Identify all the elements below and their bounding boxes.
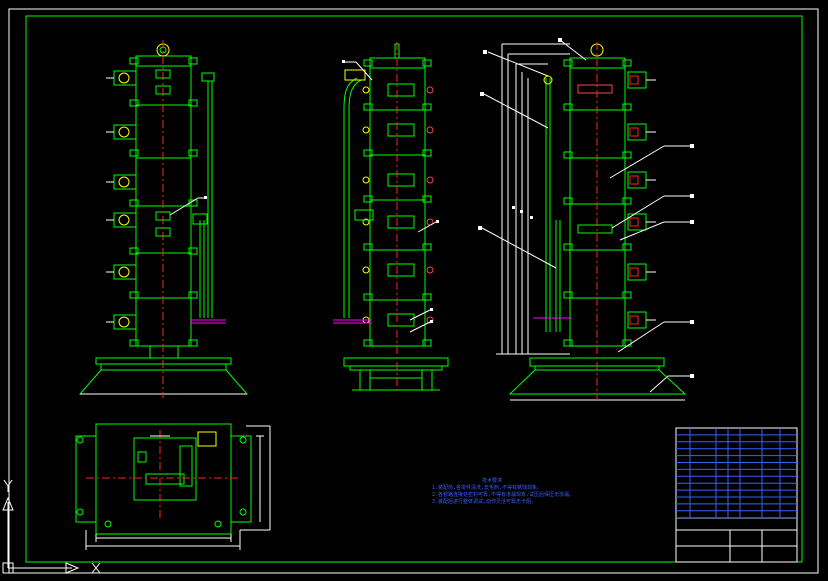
flange-tab bbox=[129, 149, 139, 157]
valve-handwheel bbox=[118, 266, 130, 278]
valve-body bbox=[629, 217, 639, 227]
front-elevation-view bbox=[78, 40, 249, 398]
notes-line-3: 3.装配后进行整体调试,动作灵活可靠无卡阻。 bbox=[432, 499, 537, 505]
inline-valve bbox=[387, 313, 415, 327]
flange-tab bbox=[622, 103, 632, 111]
valve-port bbox=[362, 86, 370, 94]
flange-tab bbox=[422, 59, 432, 67]
valve-handwheel bbox=[118, 72, 130, 84]
flange-tab bbox=[363, 243, 373, 251]
valve-body bbox=[629, 75, 639, 85]
valve-body bbox=[629, 175, 639, 185]
ucs-icon bbox=[2, 479, 101, 574]
inner-border bbox=[25, 15, 803, 563]
valve-body bbox=[629, 315, 639, 325]
notes-line-1: 1.装配前,各零件清洗,去毛刺,不得有锈蚀现象。 bbox=[432, 485, 543, 491]
outer-border bbox=[8, 8, 819, 574]
valve-port bbox=[426, 126, 434, 134]
flange-tab bbox=[363, 195, 373, 203]
flange-tab bbox=[622, 291, 632, 299]
flange-tab bbox=[622, 151, 632, 159]
plan-view bbox=[75, 423, 271, 550]
notes-line-2: 2.各管路连接处密封可靠,不得有渗漏现象,试压后保压无渗漏。 bbox=[432, 492, 575, 498]
flange-tab bbox=[622, 243, 632, 251]
flange-tab bbox=[129, 99, 139, 107]
title-block bbox=[675, 427, 798, 563]
flange-tab bbox=[622, 59, 632, 67]
flange-tab bbox=[563, 59, 573, 67]
notes-heading: 技术要求 bbox=[482, 478, 503, 484]
flange-tab bbox=[363, 103, 373, 111]
flange-tab bbox=[188, 339, 198, 347]
flange-tab bbox=[129, 291, 139, 299]
inline-valve bbox=[387, 263, 415, 277]
flange-tab bbox=[422, 243, 432, 251]
flange-tab bbox=[563, 103, 573, 111]
flange-tab bbox=[363, 59, 373, 67]
section-elevation-view bbox=[478, 38, 694, 401]
valve-port bbox=[426, 86, 434, 94]
flange-tab bbox=[563, 151, 573, 159]
flange-tab bbox=[363, 149, 373, 157]
flange-tab bbox=[363, 293, 373, 301]
flange-tab bbox=[422, 293, 432, 301]
flange-tab bbox=[563, 243, 573, 251]
flange-tab bbox=[188, 57, 198, 65]
inline-valve bbox=[387, 83, 415, 97]
flange-tab bbox=[422, 339, 432, 347]
valve-port bbox=[362, 218, 370, 226]
side-valve bbox=[627, 263, 647, 281]
side-valve bbox=[627, 311, 647, 329]
valve-handwheel bbox=[118, 214, 130, 226]
flange-tab bbox=[129, 247, 139, 255]
side-elevation-view bbox=[333, 42, 449, 394]
flange-tab bbox=[363, 339, 373, 347]
flange-tab bbox=[188, 149, 198, 157]
flange-tab bbox=[422, 149, 432, 157]
flange-tab bbox=[188, 99, 198, 107]
technical-notes: 技术要求 1.装配前,各零件清洗,去毛刺,不得有锈蚀现象。 2.各管路连接处密封… bbox=[432, 478, 574, 506]
flange-tab bbox=[563, 197, 573, 205]
flange-tab bbox=[188, 247, 198, 255]
flange-tab bbox=[422, 195, 432, 203]
inline-valve bbox=[387, 123, 415, 137]
valve-body bbox=[629, 267, 639, 277]
flange-tab bbox=[622, 197, 632, 205]
valve-port bbox=[362, 126, 370, 134]
flange-tab bbox=[563, 291, 573, 299]
side-valve bbox=[627, 171, 647, 189]
flange-tab bbox=[129, 57, 139, 65]
inline-valve bbox=[387, 173, 415, 187]
valve-handwheel bbox=[118, 316, 130, 328]
flange-tab bbox=[188, 291, 198, 299]
valve-port bbox=[426, 176, 434, 184]
side-valve bbox=[627, 71, 647, 89]
flange-tab bbox=[129, 199, 139, 207]
flange-tab bbox=[129, 339, 139, 347]
valve-port bbox=[426, 266, 434, 274]
inline-valve bbox=[387, 215, 415, 229]
flange-tab bbox=[622, 339, 632, 347]
flange-tab bbox=[422, 103, 432, 111]
side-valve bbox=[627, 123, 647, 141]
valve-handwheel bbox=[118, 126, 130, 138]
valve-handwheel bbox=[118, 176, 130, 188]
valve-port bbox=[362, 176, 370, 184]
flange-tab bbox=[563, 339, 573, 347]
valve-body bbox=[629, 127, 639, 137]
valve-port bbox=[362, 266, 370, 274]
